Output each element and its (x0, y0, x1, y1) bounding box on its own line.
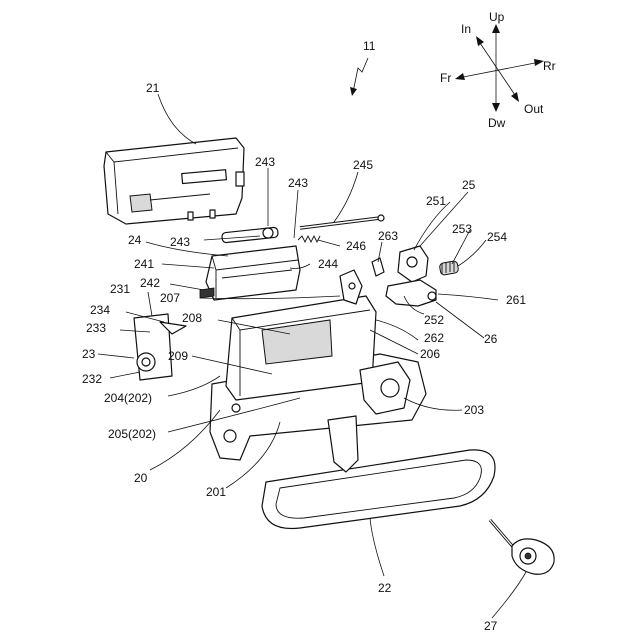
label-251: 251 (426, 194, 446, 208)
label-261: 261 (506, 293, 526, 307)
label-252: 252 (424, 313, 444, 327)
label-241: 241 (134, 257, 154, 271)
direction-down-label: Dw (488, 116, 506, 130)
label-263: 263 (378, 229, 398, 243)
bezel-part-22 (262, 416, 495, 529)
label-207: 207 (160, 291, 180, 305)
label-232: 232 (82, 372, 102, 386)
assembly-leader (353, 58, 368, 92)
label-204: 204(202) (104, 391, 152, 405)
key-cylinder-part-27 (490, 520, 554, 574)
label-208: 208 (182, 311, 202, 325)
label-243-left: 243 (170, 235, 190, 249)
label-25: 25 (462, 178, 476, 192)
label-23: 23 (82, 347, 96, 361)
pin-part-245 (300, 215, 384, 228)
label-244: 244 (318, 257, 338, 271)
label-26: 26 (484, 332, 498, 346)
direction-up-label: Up (489, 10, 505, 24)
label-243-top: 243 (255, 155, 275, 169)
assembly-label: 11 (363, 39, 376, 53)
direction-front-label: Fr (440, 71, 451, 85)
label-243-mid: 243 (288, 176, 308, 190)
cover-part-21 (104, 138, 244, 224)
label-245: 245 (353, 158, 373, 172)
label-209: 209 (168, 349, 188, 363)
direction-out-label: Out (524, 102, 544, 116)
label-242: 242 (140, 276, 160, 290)
label-254: 254 (487, 230, 507, 244)
label-262: 262 (424, 331, 444, 345)
label-24: 24 (128, 233, 142, 247)
label-206: 206 (420, 347, 440, 361)
label-233: 233 (86, 321, 106, 335)
label-246: 246 (346, 239, 366, 253)
label-234: 234 (90, 303, 110, 317)
label-21: 21 (146, 81, 160, 95)
label-253: 253 (452, 222, 472, 236)
lever-part-25 (372, 246, 459, 306)
direction-rear-label: Rr (543, 59, 556, 73)
label-205: 205(202) (108, 427, 156, 441)
label-27: 27 (484, 619, 498, 633)
label-22: 22 (378, 581, 392, 595)
label-20: 20 (134, 471, 148, 485)
direction-compass: Up In Fr Rr Out Dw (440, 10, 556, 130)
handle-part-24 (200, 227, 320, 300)
label-231: 231 (110, 282, 130, 296)
label-203: 203 (464, 403, 484, 417)
label-201: 201 (206, 485, 226, 499)
direction-in-label: In (461, 22, 471, 36)
